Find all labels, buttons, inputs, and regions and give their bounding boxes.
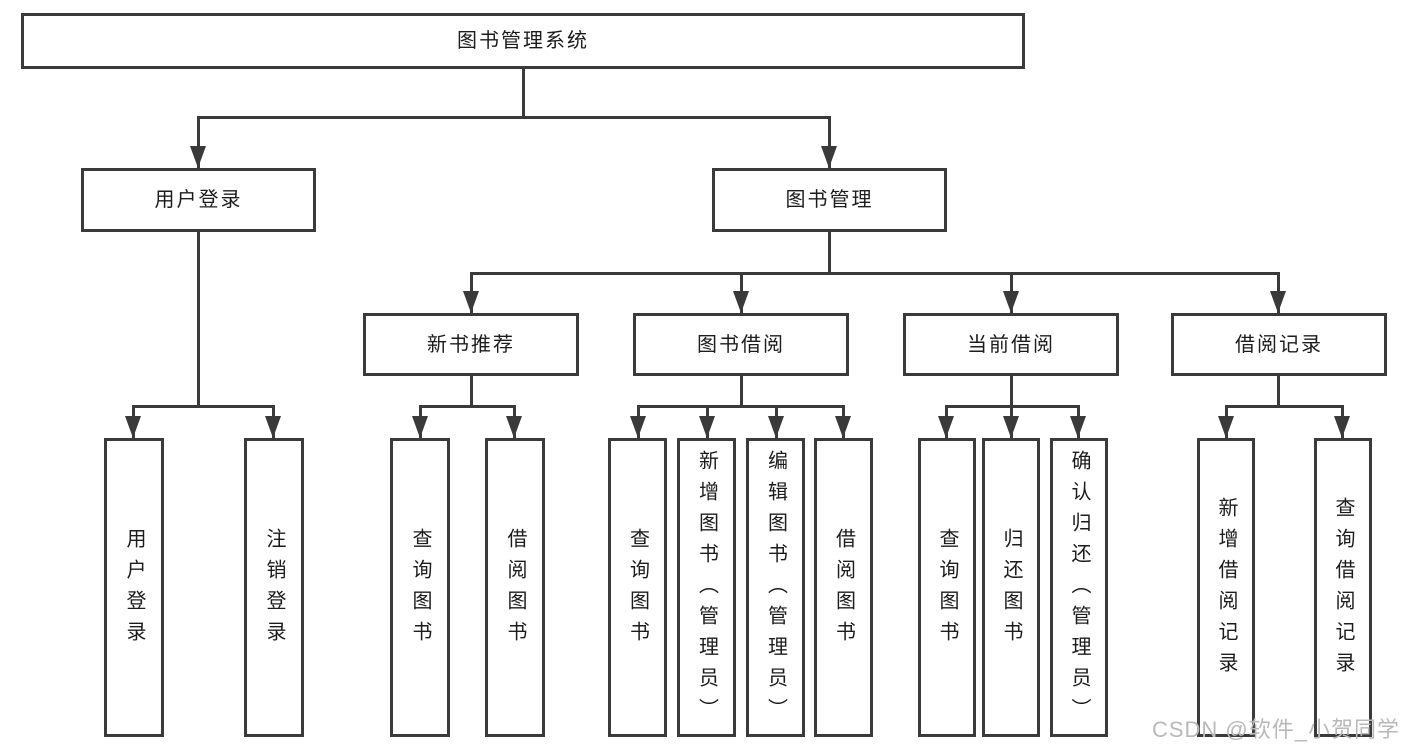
leaf-rec-query-book: 查询图书 xyxy=(390,438,450,737)
csdn-watermark: CSDN @软件_小贺同学 xyxy=(1151,717,1400,742)
leaf-bb-add-book-admin: 新增图书（管理员） xyxy=(677,438,736,737)
node-user-login: 用户登录 xyxy=(81,168,316,232)
arrowhead-icon xyxy=(1003,291,1019,313)
arrowhead-icon xyxy=(1218,416,1234,438)
node-current-borrow: 当前借阅 xyxy=(903,313,1119,376)
arrowhead-icon xyxy=(821,146,837,168)
arrowhead-icon xyxy=(190,146,206,168)
arrowhead-icon xyxy=(835,416,851,438)
arrowhead-icon xyxy=(630,416,646,438)
connector-line xyxy=(828,116,831,168)
leaf-bb-edit-book-admin: 编辑图书（管理员） xyxy=(746,438,805,737)
leaf-bb-borrow-book: 借阅图书 xyxy=(814,438,873,737)
arrowhead-icon xyxy=(506,416,522,438)
arrowhead-icon xyxy=(938,416,954,438)
leaf-rec-borrow-book: 借阅图书 xyxy=(485,438,545,737)
connector-line xyxy=(637,405,845,408)
leaf-cb-return-book: 归还图书 xyxy=(982,438,1040,737)
node-library-system: 图书管理系统 xyxy=(21,13,1025,69)
connector-line xyxy=(470,272,1280,275)
arrowhead-icon xyxy=(265,416,281,438)
arrowhead-icon xyxy=(1334,416,1350,438)
leaf-user-login: 用户登录 xyxy=(104,438,164,737)
connector-line xyxy=(197,116,200,168)
connector-line xyxy=(132,405,275,408)
connector-line xyxy=(197,232,200,408)
connector-line xyxy=(419,405,516,408)
arrowhead-icon xyxy=(125,416,141,438)
connector-line xyxy=(522,67,525,119)
connector-line xyxy=(740,376,743,408)
leaf-cb-confirm-return-admin: 确认归还（管理员） xyxy=(1050,438,1108,737)
arrowhead-icon xyxy=(768,416,784,438)
connector-line xyxy=(1277,376,1280,408)
leaf-br-add-record: 新增借阅记录 xyxy=(1197,438,1255,737)
arrowhead-icon xyxy=(1070,416,1086,438)
arrowhead-icon xyxy=(733,291,749,313)
leaf-br-query-record: 查询借阅记录 xyxy=(1314,438,1372,737)
node-book-management: 图书管理 xyxy=(712,168,947,232)
leaf-bb-query-book: 查询图书 xyxy=(608,438,667,737)
node-borrow-record: 借阅记录 xyxy=(1171,313,1387,376)
node-new-book-recommend: 新书推荐 xyxy=(363,313,579,376)
arrowhead-icon xyxy=(699,416,715,438)
arrowhead-icon xyxy=(1270,291,1286,313)
arrowhead-icon xyxy=(1003,416,1019,438)
connector-line xyxy=(1225,405,1344,408)
connector-line xyxy=(1010,376,1013,408)
arrowhead-icon xyxy=(463,291,479,313)
connector-line xyxy=(828,232,831,275)
leaf-logout: 注销登录 xyxy=(244,438,304,737)
arrowhead-icon xyxy=(412,416,428,438)
leaf-cb-query-book: 查询图书 xyxy=(918,438,976,737)
connector-line xyxy=(470,376,473,408)
node-book-borrow: 图书借阅 xyxy=(633,313,849,376)
connector-line xyxy=(197,116,831,119)
